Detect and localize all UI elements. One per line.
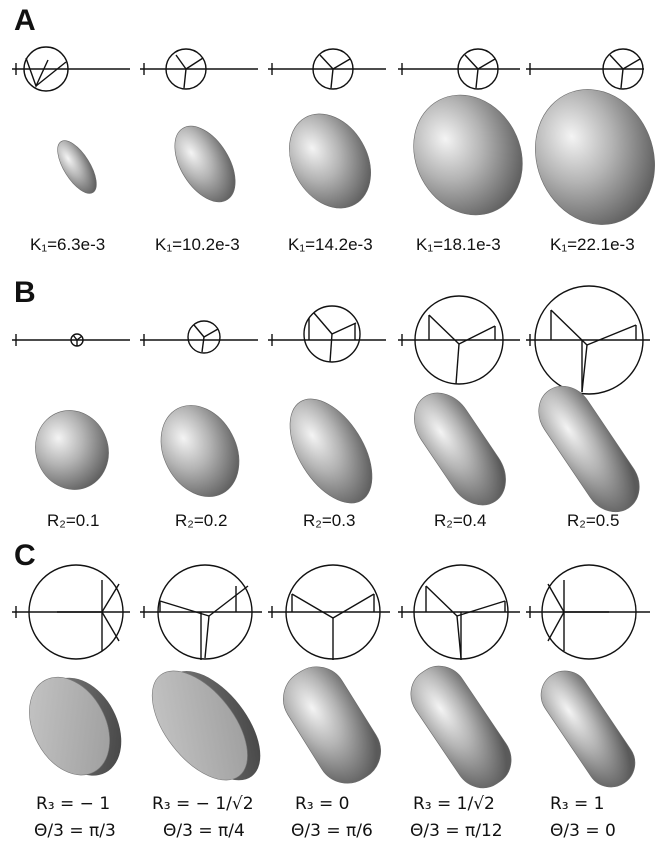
caption-b3: R₂=0.3 [303, 511, 355, 530]
shapes-a [57, 89, 655, 225]
caption2-c5: Θ/3 = 0 [550, 821, 616, 841]
caption-b5: R₂=0.5 [567, 511, 619, 530]
ellipsoid-b1 [35, 410, 109, 490]
shapes-c [29, 665, 636, 789]
ellipsoid-b4 [414, 392, 506, 506]
ellipsoid-a4 [413, 94, 523, 216]
caption2-c3: Θ/3 = π/6 [291, 821, 373, 841]
caption2-c1: Θ/3 = π/3 [34, 821, 116, 841]
caption-b4: R₂=0.4 [434, 511, 486, 530]
ellipsoid-b3 [289, 398, 373, 504]
disc-c2 [151, 670, 261, 781]
panel-b: B R₂=0.1 R₂=0.2 [12, 276, 650, 530]
caption-a5: K₁=22.1e-3 [550, 235, 635, 254]
mohr-diagram-b [12, 285, 650, 395]
caption-a4: K₁=18.1e-3 [416, 235, 501, 254]
panel-c: C [12, 539, 650, 841]
caption2-c2: Θ/3 = π/4 [163, 821, 245, 841]
ellipsoid-c3 [283, 666, 381, 784]
ellipsoid-a3 [289, 113, 371, 209]
ellipsoid-a5 [535, 89, 655, 225]
caption-a2: K₁=10.2e-3 [155, 235, 240, 254]
panel-label-a: A [14, 4, 36, 37]
caption-c4: R₃ = 1/√2 [413, 794, 495, 814]
captions-a: K₁=6.3e-3 K₁=10.2e-3 K₁=14.2e-3 K₁=18.1e… [30, 235, 635, 254]
ellipsoid-a1 [57, 140, 97, 194]
caption-c1: R₃ = − 1 [36, 794, 110, 814]
captions-b: R₂=0.1 R₂=0.2 R₂=0.3 R₂=0.4 R₂=0.5 [47, 511, 619, 530]
disc-c1 [29, 676, 122, 776]
mohr-diagram-c [12, 564, 650, 660]
caption-a1: K₁=6.3e-3 [30, 235, 105, 254]
shapes-b [35, 385, 640, 513]
caption2-c4: Θ/3 = π/12 [410, 821, 503, 841]
caption-b2: R₂=0.2 [175, 511, 227, 530]
ellipsoid-c5 [540, 670, 636, 788]
panel-label-b: B [14, 276, 36, 309]
caption-c3: R₃ = 0 [295, 794, 350, 814]
ellipsoid-b2 [160, 405, 240, 497]
captions-c: R₃ = − 1 R₃ = − 1/√2 R₃ = 0 R₃ = 1/√2 R₃… [34, 794, 616, 841]
panel-label-c: C [14, 539, 36, 572]
caption-b1: R₂=0.1 [47, 511, 99, 530]
mohr-diagram-a [12, 46, 644, 92]
caption-c2: R₃ = − 1/√2 [152, 794, 254, 814]
ellipsoid-b5 [538, 385, 640, 513]
ellipsoid-a2 [174, 125, 236, 203]
caption-a3: K₁=14.2e-3 [288, 235, 373, 254]
ellipsoid-c4 [410, 665, 512, 789]
caption-c5: R₃ = 1 [550, 794, 605, 814]
panel-a: A K₁=6.3e-3 K₁=10.2e [12, 4, 655, 254]
